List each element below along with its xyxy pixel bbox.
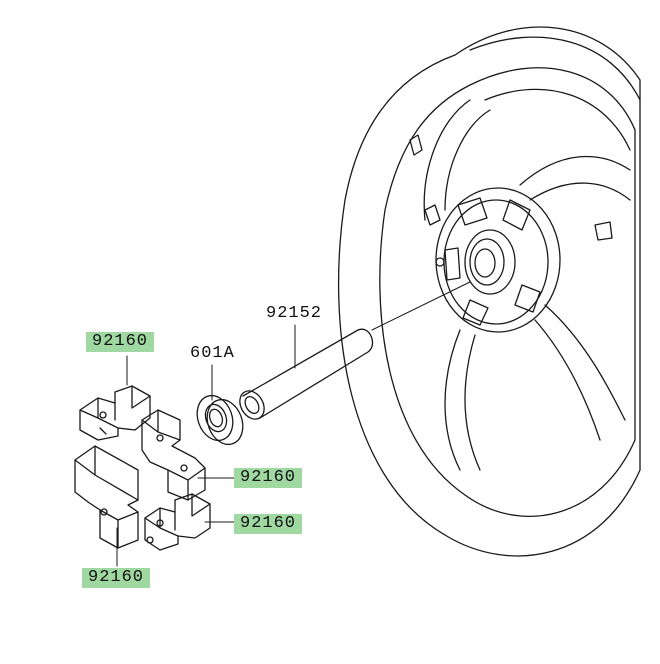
wheel-hub-outer <box>435 187 561 333</box>
hub-pocket <box>444 247 461 281</box>
wheel-outer-rim <box>337 26 641 557</box>
damper-rubber-top <box>79 385 151 441</box>
wheel-detail <box>409 134 423 156</box>
hub-pocket <box>457 197 488 226</box>
part-label-rubber-top[interactable]: 92160 <box>86 332 155 352</box>
bearing-bore <box>208 408 224 428</box>
wheel-inner-rim <box>379 67 636 517</box>
hub-pocket <box>502 199 531 231</box>
sleeve-part <box>239 328 374 420</box>
damper-rubber-mid <box>141 409 206 501</box>
wheel-spoke <box>529 182 631 201</box>
damper-rubber-left <box>74 445 139 549</box>
wheel <box>337 26 641 557</box>
wheel-spoke <box>444 329 461 471</box>
part-label-bearing[interactable]: 601A <box>190 344 235 363</box>
wheel-spoke <box>444 109 491 211</box>
wheel-hub-face <box>443 199 549 325</box>
sleeve-body <box>242 328 374 419</box>
wheel-hub-bore <box>469 238 505 286</box>
part-label-rubber-bottom[interactable]: 92160 <box>82 568 151 588</box>
damper-rubber-lower <box>144 493 211 551</box>
wheel-spoke <box>534 319 601 441</box>
hub-pocket <box>462 299 489 326</box>
part-label-rubber-lower[interactable]: 92160 <box>234 514 303 534</box>
wheel-inner-lip <box>484 88 631 151</box>
bearing-inner-race <box>204 403 228 433</box>
wheel-hub-bore-inner <box>474 248 496 278</box>
part-label-rubber-mid[interactable]: 92160 <box>234 468 303 488</box>
wheel-detail <box>424 204 441 226</box>
wheel-detail <box>435 257 445 267</box>
bearing-outer-race <box>196 394 234 442</box>
bearing-back-race <box>206 398 244 446</box>
wheel-spoke <box>423 99 471 221</box>
axis-line <box>371 281 471 331</box>
wheel-hub-bore-outer <box>464 229 516 295</box>
wheel-detail <box>594 221 613 241</box>
sleeve-end <box>239 390 265 420</box>
wheel-spoke <box>464 334 481 471</box>
hub-pocket <box>514 284 541 313</box>
sleeve-bore <box>244 395 260 415</box>
part-label-sleeve[interactable]: 92152 <box>266 304 323 323</box>
wheel-rim-edge <box>469 36 641 101</box>
bearing-part <box>196 394 244 446</box>
wheel-spoke <box>519 155 631 186</box>
wheel-spoke <box>544 304 626 421</box>
